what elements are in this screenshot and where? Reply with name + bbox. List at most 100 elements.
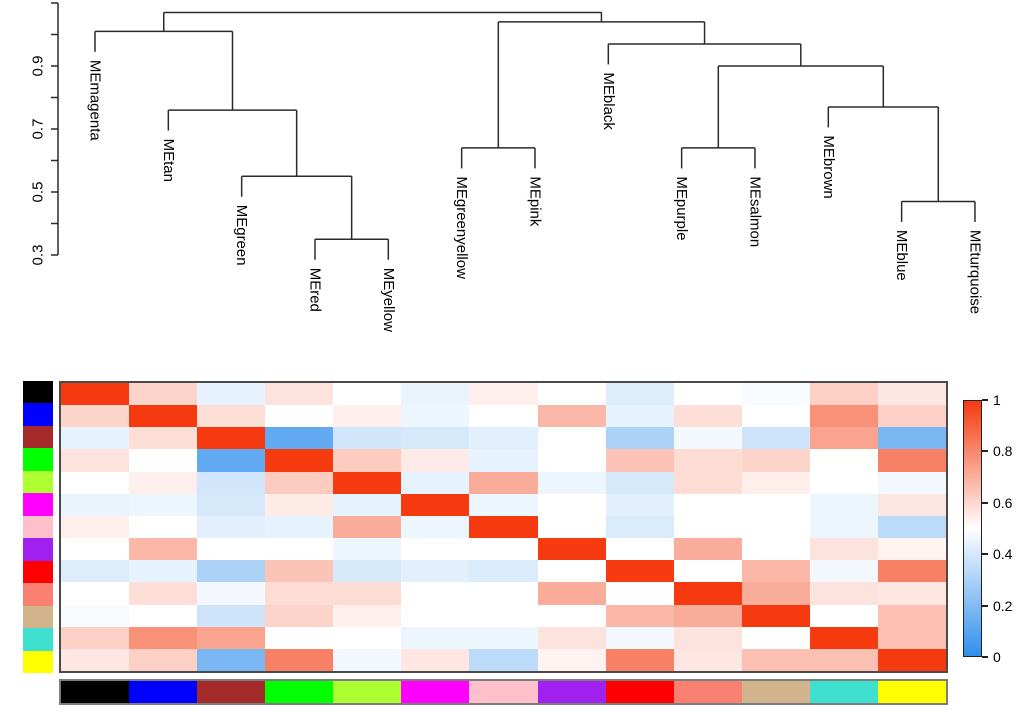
heatmap-cell-turquoise-tan: [741, 626, 810, 649]
heatmap-cell-turquoise-blue: [129, 626, 198, 649]
color-scale-bar: [963, 400, 982, 657]
heatmap-cell-yellow-greenyellow: [333, 648, 402, 671]
heatmap-cell-turquoise-magenta: [401, 626, 470, 649]
heatmap-cell-magenta-magenta: [401, 493, 470, 516]
heatmap-cell-brown-greenyellow: [333, 427, 402, 450]
heatmap-cell-red-turquoise: [809, 560, 878, 583]
heatmap-cell-greenyellow-tan: [741, 471, 810, 494]
heatmap-cell-green-yellow: [877, 449, 946, 472]
heatmap-cell-red-purple: [537, 560, 606, 583]
heatmap-cell-brown-green: [265, 427, 334, 450]
heatmap-cell-tan-red: [605, 604, 674, 627]
heatmap-cell-red-pink: [469, 560, 538, 583]
heatmap-cell-red-black: [61, 560, 130, 583]
heatmap-cell-purple-yellow: [877, 538, 946, 561]
heatmap-cell-yellow-turquoise: [809, 648, 878, 671]
heatmap-cell-greenyellow-turquoise: [809, 471, 878, 494]
heatmap-cell-yellow-tan: [741, 648, 810, 671]
heatmap-cell-red-blue: [129, 560, 198, 583]
column-module-color-magenta: [401, 681, 470, 703]
axis-tick-label-0.5: 0.5: [30, 182, 47, 203]
column-module-color-purple: [537, 681, 606, 703]
heatmap-cell-greenyellow-magenta: [401, 471, 470, 494]
heatmap-cell-tan-pink: [469, 604, 538, 627]
heatmap-cell-blue-yellow: [877, 405, 946, 428]
heatmap-cell-salmon-pink: [469, 582, 538, 605]
heatmap-cell-purple-black: [61, 538, 130, 561]
heatmap-cell-green-pink: [469, 449, 538, 472]
heatmap-cell-greenyellow-greenyellow: [333, 471, 402, 494]
heatmap-cell-brown-salmon: [673, 427, 742, 450]
heatmap-cell-magenta-red: [605, 493, 674, 516]
column-module-color-green: [265, 681, 334, 703]
scale-tick: [982, 656, 988, 658]
scale-tick: [982, 501, 988, 504]
leaf-label-MEbrown: MEbrown: [820, 135, 837, 198]
heatmap-cell-purple-green: [265, 538, 334, 561]
heatmap-cell-greenyellow-purple: [537, 471, 606, 494]
heatmap-cell-tan-black: [61, 604, 130, 627]
row-module-color-salmon: [23, 583, 53, 606]
heatmap-cell-blue-red: [605, 405, 674, 428]
heatmap-cell-magenta-tan: [741, 493, 810, 516]
heatmap-cell-pink-brown: [197, 515, 266, 539]
leaf-label-MEturquoise: MEturquoise: [966, 230, 983, 314]
heatmap-cell-black-yellow: [877, 383, 946, 406]
heatmap-cell-purple-red: [605, 538, 674, 561]
heatmap-cell-salmon-turquoise: [809, 582, 878, 605]
heatmap-cell-brown-blue: [129, 427, 198, 450]
column-module-color-black: [61, 681, 130, 703]
heatmap-cell-brown-purple: [537, 427, 606, 450]
heatmap-cell-salmon-black: [61, 582, 130, 605]
heatmap-cell-purple-magenta: [401, 538, 470, 561]
heatmap-cell-black-purple: [537, 383, 606, 406]
heatmap-cell-turquoise-yellow: [877, 626, 946, 649]
heatmap-cell-pink-red: [605, 515, 674, 539]
row-module-color-blue: [23, 403, 53, 426]
heatmap-cell-green-red: [605, 449, 674, 472]
heatmap-cell-brown-magenta: [401, 427, 470, 450]
leaf-label-MEred: MEred: [306, 268, 323, 312]
heatmap-cell-greenyellow-pink: [469, 471, 538, 494]
heatmap-cell-pink-turquoise: [809, 515, 878, 539]
scale-tick: [982, 450, 988, 453]
axis-tick-label-0.9: 0.9: [30, 56, 47, 77]
heatmap-cell-blue-purple: [537, 405, 606, 428]
heatmap-cell-salmon-greenyellow: [333, 582, 402, 605]
heatmap-cell-turquoise-turquoise: [809, 626, 878, 649]
heatmap-cell-brown-turquoise: [809, 427, 878, 450]
column-module-color-turquoise: [809, 681, 878, 703]
heatmap-cell-green-tan: [741, 449, 810, 472]
heatmap-cell-tan-salmon: [673, 604, 742, 627]
scale-label-0.4: 0.4: [993, 546, 1013, 563]
heatmap-cell-green-greenyellow: [333, 449, 402, 472]
row-module-color-green: [23, 448, 53, 471]
leaf-label-MEyellow: MEyellow: [380, 268, 397, 332]
heatmap-cell-yellow-red: [605, 648, 674, 671]
row-module-color-greenyellow: [23, 470, 53, 494]
heatmap-cell-black-red: [605, 383, 674, 406]
heatmap-cell-blue-blue: [129, 405, 198, 428]
column-module-color-pink: [469, 681, 538, 703]
heatmap-cell-black-greenyellow: [333, 383, 402, 406]
heatmap-cell-green-brown: [197, 449, 266, 472]
heatmap-cell-blue-tan: [741, 405, 810, 428]
heatmap-cell-red-red: [605, 560, 674, 583]
heatmap-cell-brown-brown: [197, 427, 266, 450]
heatmap-cell-magenta-purple: [537, 493, 606, 516]
leaf-label-MEpurple: MEpurple: [673, 176, 690, 240]
heatmap-cell-tan-purple: [537, 604, 606, 627]
heatmap-cell-yellow-black: [61, 648, 130, 671]
heatmap-cell-greenyellow-salmon: [673, 471, 742, 494]
heatmap-cell-black-tan: [741, 383, 810, 406]
row-module-color-red: [23, 560, 53, 584]
leaf-label-MEpink: MEpink: [526, 176, 543, 227]
scale-tick: [982, 399, 988, 401]
heatmap-cell-purple-salmon: [673, 538, 742, 561]
heatmap-cell-salmon-magenta: [401, 582, 470, 605]
heatmap-cell-magenta-black: [61, 493, 130, 516]
heatmap-cell-greenyellow-blue: [129, 471, 198, 494]
axis-tick-label-0.3: 0.3: [30, 245, 47, 266]
